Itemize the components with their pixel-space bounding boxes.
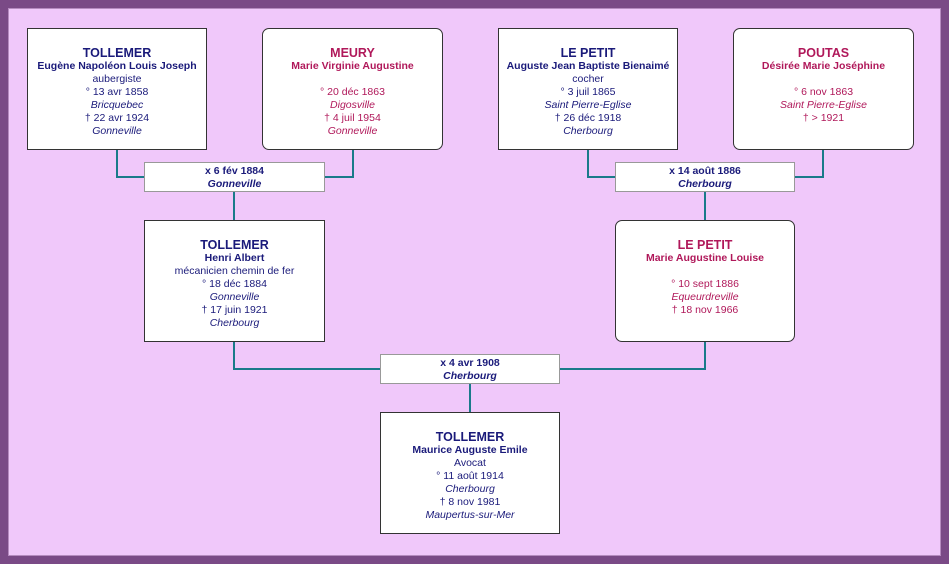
marriage-place: Cherbourg	[443, 370, 497, 382]
death-place: Cherbourg	[209, 317, 260, 329]
person-surname: TOLLEMER	[200, 238, 269, 252]
person-box-p6[interactable]: LE PETIT Marie Augustine Louise ° 10 sep…	[615, 220, 795, 342]
person-surname: MEURY	[330, 46, 375, 60]
person-occupation	[734, 73, 913, 86]
connector-p5-m3	[233, 341, 381, 370]
death-date: † 17 juin 1921	[201, 304, 268, 316]
person-occupation: cocher	[572, 73, 604, 85]
person-given-names: Marie Augustine Louise	[645, 252, 765, 264]
person-given-names: Auguste Jean Baptiste Bienaimé	[506, 60, 670, 72]
death-place: Gonneville	[327, 125, 378, 137]
person-given-names: Marie Virginie Augustine	[291, 60, 414, 72]
marriage-box-m1[interactable]: x 6 fév 1884 Gonneville	[144, 162, 325, 192]
birth-place: Equeurdreville	[671, 291, 739, 303]
person-box-p2[interactable]: MEURY Marie Virginie Augustine ° 20 déc …	[262, 28, 443, 150]
person-box-p4[interactable]: POUTAS Désirée Marie Joséphine ° 6 nov 1…	[733, 28, 914, 150]
marriage-date: x 4 avr 1908	[440, 357, 500, 369]
marriage-date: x 14 août 1886	[669, 165, 741, 177]
marriage-box-m3[interactable]: x 4 avr 1908 Cherbourg	[380, 354, 560, 384]
person-box-p5[interactable]: TOLLEMER Henri Albert mécanicien chemin …	[144, 220, 325, 342]
birth-place: Digosville	[330, 99, 375, 111]
marriage-place: Cherbourg	[678, 178, 732, 190]
birth-date: ° 13 avr 1858	[85, 86, 149, 98]
person-occupation: aubergiste	[92, 73, 142, 85]
connector-p1-m1	[116, 149, 145, 178]
birth-place: Gonneville	[209, 291, 260, 303]
death-date: † 18 nov 1966	[671, 304, 739, 316]
person-surname: TOLLEMER	[435, 430, 505, 444]
birth-date: ° 20 déc 1863	[320, 86, 385, 98]
connector-p3-m2	[587, 149, 616, 178]
death-date: † 8 nov 1981	[439, 496, 501, 508]
person-given-names: Henri Albert	[204, 252, 265, 264]
connector-p2-m1	[324, 149, 354, 178]
person-occupation	[616, 265, 794, 278]
birth-place: Saint Pierre-Eglise	[780, 99, 867, 111]
birth-date: ° 10 sept 1886	[671, 278, 739, 290]
death-date: † 22 avr 1924	[84, 112, 150, 124]
person-surname: LE PETIT	[560, 46, 616, 60]
person-surname: POUTAS	[797, 46, 850, 60]
marriage-place: Gonneville	[207, 178, 262, 190]
death-date: † 26 déc 1918	[554, 112, 622, 124]
person-surname: TOLLEMER	[82, 46, 152, 60]
connector-p6-m3	[559, 341, 706, 370]
marriage-date: x 6 fév 1884	[205, 165, 264, 177]
birth-place: Bricquebec	[90, 99, 144, 111]
death-place: Gonneville	[92, 125, 142, 137]
person-occupation	[263, 73, 442, 86]
person-occupation: Avocat	[454, 457, 486, 469]
birth-date: ° 3 juil 1865	[560, 86, 616, 98]
marriage-box-m2[interactable]: x 14 août 1886 Cherbourg	[615, 162, 795, 192]
birth-place: Cherbourg	[445, 483, 495, 495]
person-given-names: Eugène Napoléon Louis Joseph	[37, 60, 197, 72]
death-place: Cherbourg	[563, 125, 613, 137]
person-occupation: mécanicien chemin de fer	[174, 265, 295, 277]
person-box-p1[interactable]: TOLLEMER Eugène Napoléon Louis Joseph au…	[27, 28, 207, 150]
frame-inner-border	[8, 8, 941, 556]
birth-place: Saint Pierre-Eglise	[544, 99, 632, 111]
person-given-names: Maurice Auguste Emile	[412, 444, 528, 456]
birth-date: ° 6 nov 1863	[793, 86, 854, 98]
person-box-p3[interactable]: LE PETIT Auguste Jean Baptiste Bienaimé …	[498, 28, 678, 150]
birth-date: ° 18 déc 1884	[202, 278, 267, 290]
person-given-names: Désirée Marie Joséphine	[761, 60, 886, 72]
death-place: Maupertus-sur-Mer	[425, 509, 515, 521]
person-box-p7[interactable]: TOLLEMER Maurice Auguste Emile Avocat ° …	[380, 412, 560, 534]
person-surname: LE PETIT	[677, 238, 733, 252]
death-date: † 4 juil 1954	[324, 112, 381, 124]
death-date: † > 1921	[802, 112, 845, 124]
birth-date: ° 11 août 1914	[436, 470, 504, 482]
connector-p4-m2	[794, 149, 824, 178]
